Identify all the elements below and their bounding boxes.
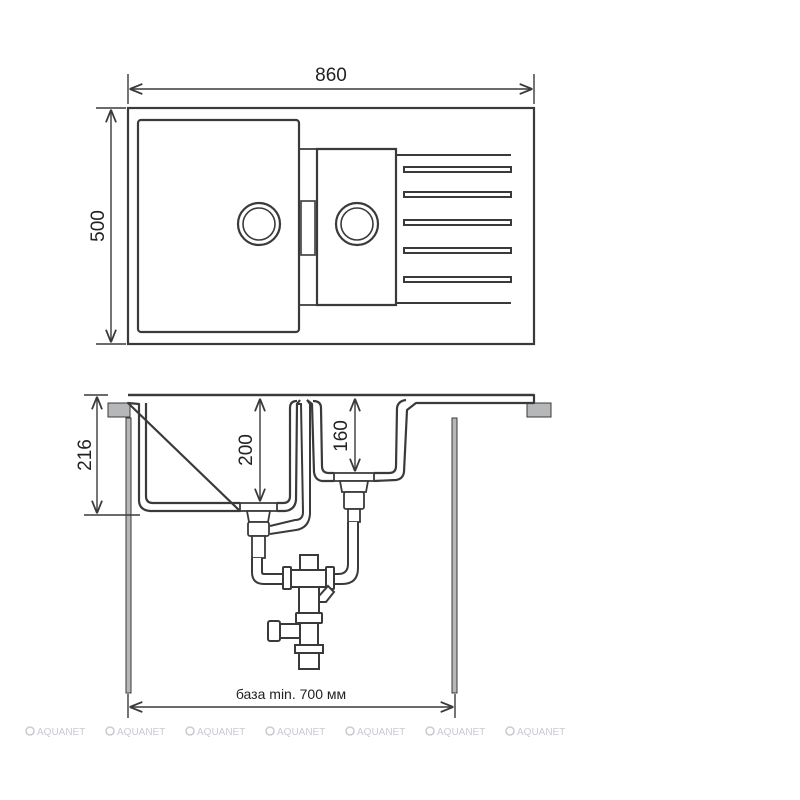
watermark-text: AQUANET bbox=[37, 727, 85, 738]
watermark-logo: AQUANET bbox=[265, 726, 325, 738]
small-bowl-depth-label: 160 bbox=[331, 420, 352, 452]
main-bowl-depth-label: 200 bbox=[236, 434, 257, 466]
main-bowl-drain bbox=[239, 399, 311, 559]
watermark-text: AQUANET bbox=[517, 727, 565, 738]
right-pipe bbox=[331, 522, 359, 585]
trap-body bbox=[299, 622, 319, 646]
watermark-row: AQUANET AQUANET AQUANET AQUANET AQUANET AQUAN… bbox=[25, 726, 565, 738]
watermark-logo: AQUANET bbox=[425, 726, 485, 738]
watermark-text: AQUANET bbox=[197, 727, 245, 738]
tee-collar-left bbox=[282, 566, 292, 590]
base-label: база min. 700 мм bbox=[236, 686, 346, 702]
outlet-pipe-end bbox=[298, 652, 320, 670]
main-drain bbox=[236, 201, 282, 247]
watermark-logo: AQUANET bbox=[345, 726, 405, 738]
depth-dimension bbox=[96, 107, 126, 345]
appliance-inlet-cap bbox=[267, 620, 281, 642]
watermark-logo: AQUANET bbox=[185, 726, 245, 738]
countertop-left bbox=[107, 402, 131, 418]
trap-collar bbox=[295, 612, 323, 624]
base-dimension bbox=[127, 694, 456, 718]
cabinet-right-wall bbox=[451, 417, 458, 694]
watermark-icon bbox=[265, 726, 275, 736]
appliance-inlet bbox=[279, 623, 301, 639]
watermark-icon bbox=[345, 726, 355, 736]
watermark-icon bbox=[425, 726, 435, 736]
height-dimension bbox=[84, 394, 140, 516]
countertop-right bbox=[526, 402, 552, 418]
main-drain-inner bbox=[242, 207, 276, 241]
overflow-tube bbox=[269, 403, 305, 527]
watermark-icon bbox=[25, 726, 35, 736]
side-view: 216 200 160 база min. 700 мм bbox=[75, 393, 552, 718]
overflow-slot bbox=[300, 200, 316, 256]
main-bowl bbox=[136, 118, 301, 334]
small-drain-inner bbox=[340, 207, 374, 241]
bowl-divider bbox=[299, 148, 318, 306]
watermark-icon bbox=[185, 726, 195, 736]
siphon bbox=[251, 522, 359, 670]
tee-body bbox=[290, 569, 327, 588]
sink-profile-outer bbox=[126, 393, 536, 513]
top-view bbox=[126, 106, 536, 346]
small-bowl bbox=[315, 147, 398, 307]
small-bowl-drain bbox=[333, 472, 375, 523]
watermark-logo: AQUANET bbox=[105, 726, 165, 738]
depth-label: 500 bbox=[88, 210, 109, 242]
outlet-pipe bbox=[294, 644, 324, 654]
side-inlet bbox=[318, 584, 336, 603]
watermark-text: AQUANET bbox=[357, 727, 405, 738]
watermark-text: AQUANET bbox=[437, 727, 485, 738]
sink-outline bbox=[126, 106, 536, 346]
tee-top bbox=[299, 554, 319, 571]
height-label: 216 bbox=[75, 439, 96, 471]
small-drain bbox=[334, 201, 380, 247]
watermark-text: AQUANET bbox=[117, 727, 165, 738]
sink-profile-inner bbox=[144, 398, 407, 505]
width-dimension bbox=[127, 74, 535, 104]
trap-neck bbox=[298, 586, 320, 614]
width-label: 860 bbox=[315, 65, 347, 86]
watermark-icon bbox=[505, 726, 515, 736]
watermark-logo: AQUANET bbox=[505, 726, 565, 738]
watermark-logo: AQUANET bbox=[25, 726, 85, 738]
watermark-text: AQUANET bbox=[277, 727, 325, 738]
watermark-icon bbox=[105, 726, 115, 736]
left-pipe bbox=[251, 558, 287, 585]
drainboard-ribs bbox=[396, 154, 512, 304]
cabinet-left-wall bbox=[125, 417, 132, 694]
